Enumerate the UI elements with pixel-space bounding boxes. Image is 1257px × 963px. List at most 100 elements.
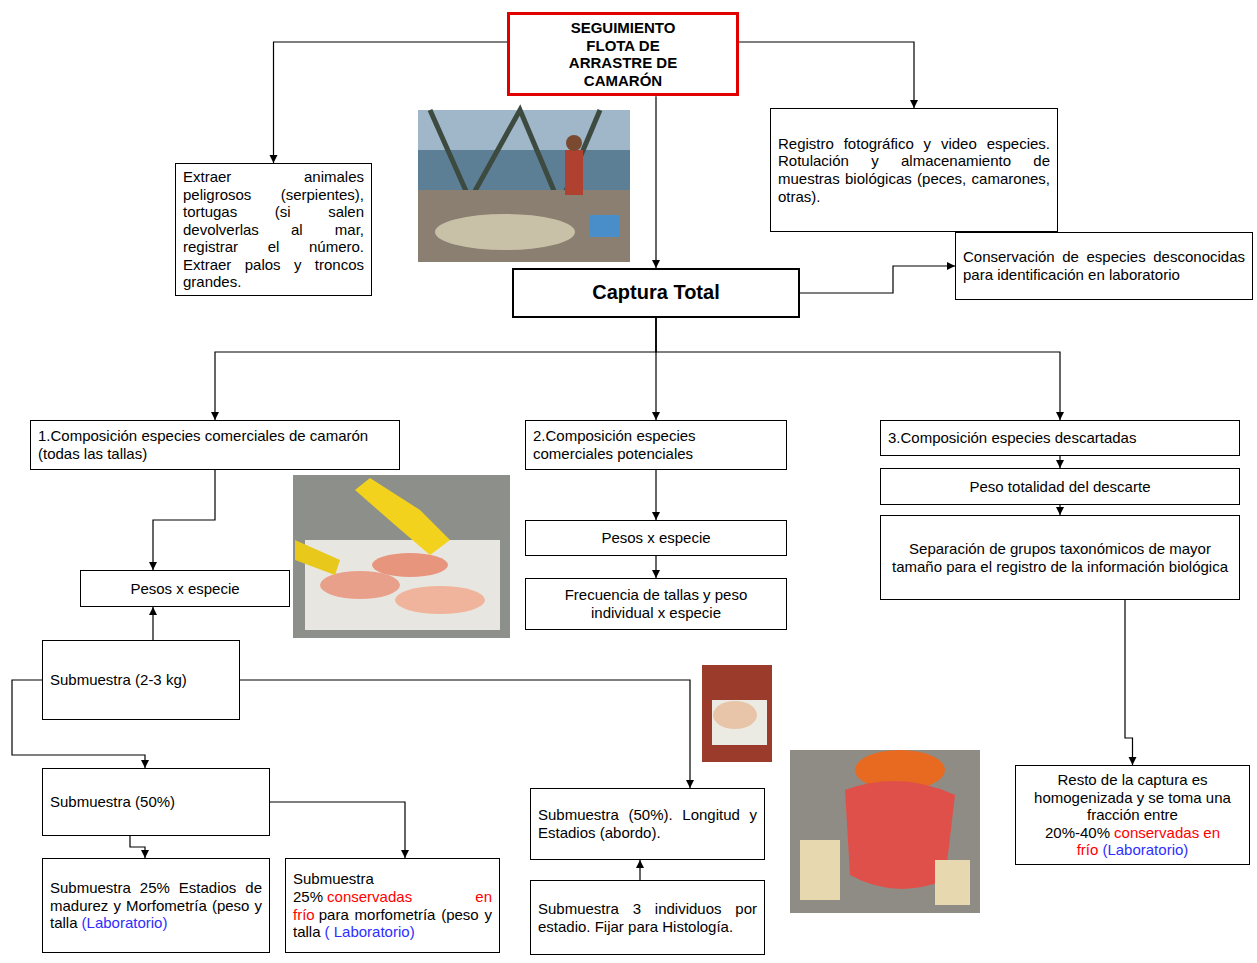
text-block: Submuestra (50%). Longitud y Estadios (a… <box>538 806 757 841</box>
flow-arrow <box>152 607 153 640</box>
photo-boot <box>935 860 970 905</box>
box-text: Peso totalidad del descarte <box>970 478 1151 495</box>
text-block: Pesos x especie <box>533 529 779 547</box>
flow-arrow <box>1059 456 1060 468</box>
photo-boot <box>800 840 840 900</box>
photo-fish <box>372 553 448 577</box>
flow-arrow <box>240 680 690 788</box>
process-box: Pesos x especie <box>80 570 290 607</box>
flow-arrow <box>270 802 405 858</box>
process-box: Registro fotográfico y video especies. R… <box>770 108 1058 232</box>
flow-arrow <box>655 470 656 520</box>
photo-ruler <box>712 700 767 745</box>
text-block: Submuestra 3 individuos por estadio. Fij… <box>538 900 757 935</box>
process-box: Conservación de especies desconocidas pa… <box>955 232 1253 300</box>
box-text: Captura Total <box>592 281 719 303</box>
text-block: SEGUIMIENTO FLOTA DE ARRASTRE DE CAMARÓN <box>548 19 698 89</box>
process-box: Frecuencia de tallas y peso individual x… <box>525 578 787 630</box>
text-block: Submuestra (50%) <box>50 793 262 811</box>
fish-sorting-photo <box>293 475 510 638</box>
text-block: Registro fotográfico y video especies. R… <box>778 135 1050 205</box>
flow-arrow <box>655 96 656 268</box>
flow-arrow <box>656 318 1060 420</box>
photo-ground <box>790 750 980 913</box>
box-text: SEGUIMIENTO FLOTA DE ARRASTRE DE CAMARÓN <box>569 19 677 89</box>
process-box: Separación de grupos taxonómicos de mayo… <box>880 515 1240 600</box>
text-block: Submuestra (2-3 kg) <box>50 671 232 689</box>
box-text: 1.Composición especies comerciales de ca… <box>38 427 368 462</box>
photo-fisher <box>565 150 583 195</box>
photo-fish <box>395 586 485 614</box>
process-box: Submuestra (50%) <box>42 768 270 836</box>
box-text: Submuestra (50%) <box>50 793 175 810</box>
box-text: 2.Composición especies comerciales poten… <box>533 427 696 462</box>
photo-deck <box>418 190 630 262</box>
text-block: Captura Total <box>521 281 791 304</box>
flow-arrow <box>153 470 215 570</box>
flow-arrow <box>800 266 955 293</box>
process-box: Pesos x especie <box>525 520 787 556</box>
text-block: 2.Composición especies comerciales poten… <box>533 427 779 462</box>
box-text: 3.Composición especies descartadas <box>888 429 1136 446</box>
trawler-deck-photo <box>418 110 630 262</box>
process-box: Submuestra (2-3 kg) <box>42 640 240 720</box>
process-box: Extraer animales peligrosos (serpientes)… <box>175 163 372 296</box>
flow-arrow <box>639 860 640 880</box>
text-block: Pesos x especie <box>88 580 282 598</box>
photo-fisher-head <box>566 135 582 151</box>
shrimp-measure-photo <box>702 665 772 762</box>
process-box: 1.Composición especies comerciales de ca… <box>30 420 400 470</box>
text-block: Peso totalidad del descarte <box>888 478 1232 496</box>
box-text: Pesos x especie <box>601 529 710 546</box>
box-text: Pesos x especie <box>130 580 239 597</box>
box-text: Extraer animales peligrosos (serpientes)… <box>183 168 364 290</box>
box-text: Conservación de especies desconocidas pa… <box>963 248 1245 283</box>
box-text: (Laboratorio) <box>82 914 168 931</box>
box-text: Submuestra (2-3 kg) <box>50 671 187 688</box>
box-text: ( Laboratorio) <box>325 923 415 940</box>
flow-arrow <box>1059 505 1060 515</box>
text-block: Conservación de especies desconocidas pa… <box>963 248 1245 283</box>
process-box: Peso totalidad del descarte <box>880 468 1240 505</box>
photo-shrimp <box>713 701 757 729</box>
text-block: Resto de la captura es homogenizada y se… <box>1023 771 1242 859</box>
photo-fish <box>320 571 400 599</box>
photo-ground <box>293 475 510 638</box>
title-box: SEGUIMIENTO FLOTA DE ARRASTRE DE CAMARÓN <box>507 12 739 96</box>
flow-arrow <box>655 556 656 578</box>
process-box: Submuestra 25%conservadas en fríopara mo… <box>285 858 500 953</box>
box-text: Registro fotográfico y video especies. R… <box>778 135 1050 205</box>
flow-arrow <box>739 42 914 108</box>
photo-catch <box>435 214 575 250</box>
flow-arrow <box>215 318 656 420</box>
text-block: Submuestra 25%conservadas en fríopara mo… <box>293 870 492 940</box>
process-box: 2.Composición especies comerciales poten… <box>525 420 787 470</box>
flow-arrow <box>1125 600 1133 765</box>
text-block: 1.Composición especies comerciales de ca… <box>38 427 392 462</box>
process-box: Captura Total <box>512 268 800 318</box>
process-box: Submuestra 25% Estadios de madurez y Mor… <box>42 858 270 953</box>
process-box: Submuestra (50%). Longitud y Estadios (a… <box>530 788 765 860</box>
process-box: Submuestra 3 individuos por estadio. Fij… <box>530 880 765 955</box>
process-box: Resto de la captura es homogenizada y se… <box>1015 765 1250 865</box>
flow-arrow <box>130 836 145 858</box>
text-block: Separación de grupos taxonómicos de mayo… <box>888 540 1232 575</box>
box-text: Separación de grupos taxonómicos de mayo… <box>892 540 1228 575</box>
box-text: Submuestra 3 individuos por estadio. Fij… <box>538 900 757 935</box>
discard-bag-photo <box>790 750 980 913</box>
process-box: 3.Composición especies descartadas <box>880 420 1240 456</box>
box-text: (Laboratorio) <box>1102 841 1188 858</box>
box-text: Submuestra (50%). Longitud y Estadios (a… <box>538 806 757 841</box>
photo-board <box>305 540 500 630</box>
flow-arrow <box>274 42 508 163</box>
photo-glove <box>355 478 450 555</box>
photo-sky <box>418 110 630 262</box>
box-text: Frecuencia de tallas y peso individual x… <box>565 586 748 621</box>
photo-box <box>590 215 620 237</box>
text-block: Frecuencia de tallas y peso individual x… <box>533 586 779 621</box>
text-block: Submuestra 25% Estadios de madurez y Mor… <box>50 879 262 932</box>
photo-glove <box>295 540 340 575</box>
photo-ground <box>702 665 772 762</box>
text-block: Extraer animales peligrosos (serpientes)… <box>183 168 364 291</box>
text-block: 3.Composición especies descartadas <box>888 429 1232 447</box>
